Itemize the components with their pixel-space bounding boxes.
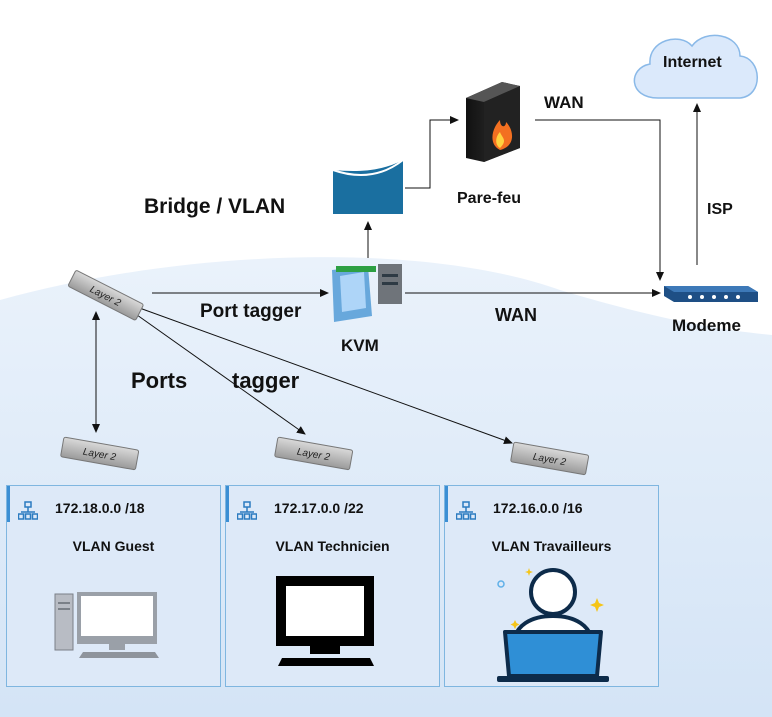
vlan-guest-panel: 172.18.0.0 /18 VLAN Guest (6, 485, 221, 687)
guest-switch-icon: Layer 2 (60, 436, 140, 471)
network-icon (456, 501, 476, 520)
edge-switch-trav (127, 302, 513, 445)
internet-label: Internet (663, 54, 722, 71)
subnet-label: 172.18.0.0 /18 (55, 500, 145, 516)
network-icon (237, 501, 257, 520)
bridge-vlan-icon (332, 159, 404, 214)
modem-label: Modeme (672, 316, 741, 335)
bridge-label: Bridge / VLAN (144, 195, 286, 218)
wan-mid-label: WAN (495, 305, 537, 325)
kvm-server-icon (332, 264, 402, 322)
subnet-label: 172.16.0.0 /16 (493, 500, 583, 516)
subnet-label: 172.17.0.0 /22 (274, 500, 364, 516)
firewall-label: Pare-feu (457, 190, 522, 207)
trav-switch-icon: Layer 2 (510, 441, 590, 476)
network-icon (18, 501, 38, 520)
desktop-computer-icon (54, 592, 159, 658)
internet-cloud-icon (633, 34, 758, 99)
connectors (92, 103, 701, 445)
panel-accent-strip (226, 486, 229, 522)
panel-accent-strip (7, 486, 10, 522)
vlan-name: VLAN Travailleurs (491, 538, 612, 554)
monitor-icon (276, 576, 374, 666)
vlan-technicien-panel: 172.17.0.0 /22 VLAN Technicien (225, 485, 440, 687)
user-laptop-icon (497, 568, 609, 682)
vlan-name: VLAN Technicien (275, 538, 390, 554)
edge-firewall-modem (535, 119, 664, 281)
vlan-name: VLAN Guest (72, 538, 155, 554)
ports-label: Ports (131, 368, 188, 393)
core-switch-icon: Layer 2 (68, 270, 144, 321)
modem-icon (664, 286, 758, 302)
port-tagger-label: Port tagger (200, 301, 302, 322)
tech-switch-icon: Layer 2 (274, 436, 354, 471)
wan-top-label: WAN (544, 93, 584, 112)
firewall-icon (466, 82, 520, 162)
edge-bridge-firewall (405, 116, 459, 189)
vlan-travailleurs-panel: 172.16.0.0 /16 VLAN Travailleurs (444, 485, 659, 687)
tagger-label: tagger (232, 368, 300, 393)
panel-accent-strip (445, 486, 448, 522)
isp-label: ISP (707, 201, 733, 218)
kvm-label: KVM (341, 336, 379, 355)
